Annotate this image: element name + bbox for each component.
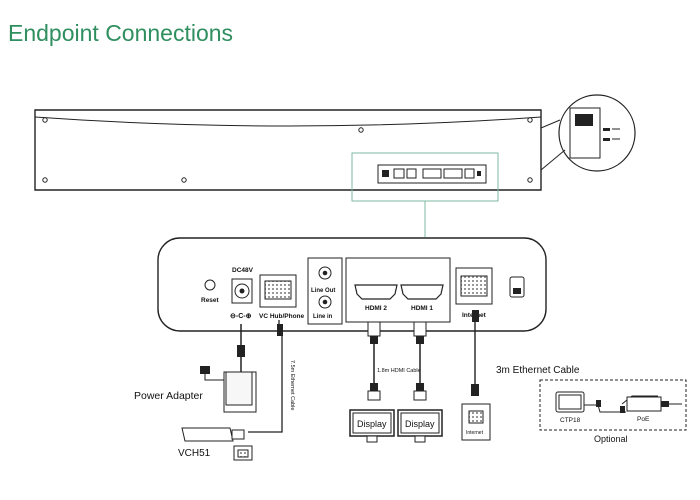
rear-panel: Reset DC48V ⊖-C-⊕ VC Hub/Phone Line Out … xyxy=(157,237,547,332)
power-adapter xyxy=(200,366,257,413)
reset-button xyxy=(204,279,216,291)
optional-box: CTP18 PoE xyxy=(539,379,687,431)
display-1: Display xyxy=(349,409,395,443)
power-plug-icon xyxy=(200,366,210,374)
vc-hub-label: VC Hub/Phone xyxy=(259,313,305,320)
hdmi-1-8m-label: 1.8m HDMI Cable xyxy=(377,368,421,374)
vch51-label: VCH51 xyxy=(178,448,211,459)
power-label: DC48V xyxy=(232,267,254,274)
poe-label: PoE xyxy=(637,416,650,423)
display-2: Display xyxy=(397,409,443,443)
internet-jack-label: Internet xyxy=(466,430,484,436)
line-out-label: Line Out xyxy=(311,288,335,294)
reset-label: Reset xyxy=(201,297,220,304)
ethernet-3m-label: 3m Ethernet Cable xyxy=(496,365,580,376)
display-2-label: Display xyxy=(405,419,435,429)
line-in-label: Line in xyxy=(313,314,333,320)
hdmi-port-icon xyxy=(354,284,398,300)
endpoint-unit xyxy=(34,109,542,191)
display-1-label: Display xyxy=(357,419,387,429)
vch51-device xyxy=(181,427,253,461)
page-title: Endpoint Connections xyxy=(8,20,234,46)
power-adapter-label: Power Adapter xyxy=(134,390,203,402)
hdmi2-label: HDMI 2 xyxy=(365,305,387,312)
ethernet-port-icon xyxy=(264,280,292,300)
power-plug-icon: ⊖-C-⊕ xyxy=(230,313,252,320)
zoom-callout xyxy=(540,94,636,172)
hdmi1-label: HDMI 1 xyxy=(411,305,433,312)
ctp18-label: CTP18 xyxy=(560,417,581,424)
ethernet-7-5m-label: 7.5m Ethernet Cable xyxy=(289,360,295,410)
internet-wall-jack: Internet xyxy=(461,403,491,441)
optional-label: Optional xyxy=(594,434,628,444)
